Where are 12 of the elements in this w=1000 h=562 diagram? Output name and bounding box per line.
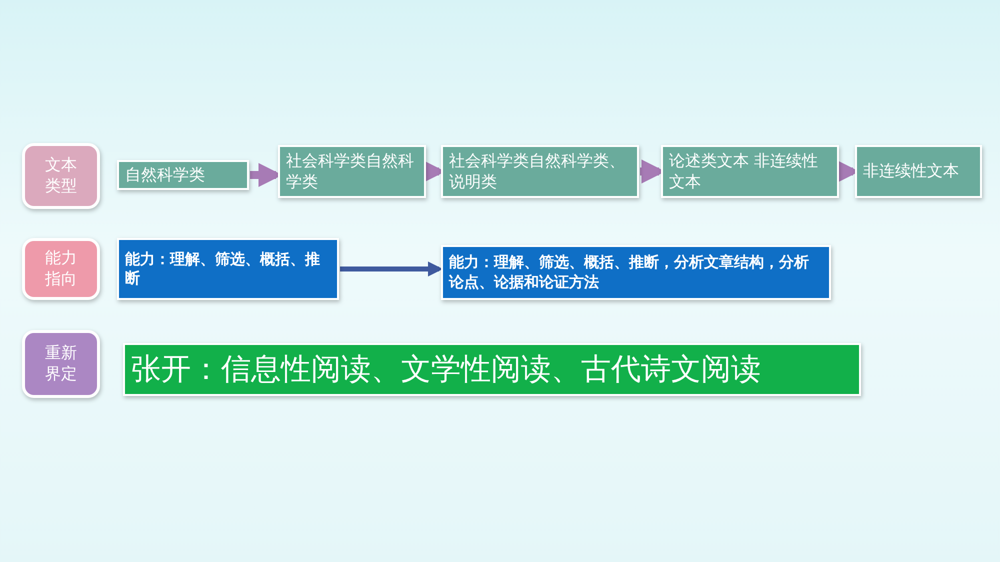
arrow	[340, 262, 443, 276]
text-box: 能力：理解、筛选、概括、推断	[117, 238, 339, 300]
text-box: 张开：信息性阅读、文学性阅读、古代诗文阅读	[123, 343, 861, 396]
text-box: 能力：理解、筛选、概括、推断，分析文章结构，分析论点、论据和论证方法	[441, 245, 831, 300]
category-tag: 重新界定	[22, 330, 100, 398]
text-box: 社会科学类自然科学类	[278, 145, 426, 198]
category-tag: 能力指向	[22, 238, 100, 300]
text-box: 非连续性文本	[855, 145, 982, 198]
text-box: 自然科学类	[117, 160, 249, 190]
category-tag: 文本类型	[22, 143, 100, 209]
text-box: 社会科学类自然科学类、说明类	[441, 145, 639, 198]
text-box: 论述类文本 非连续性文本	[661, 145, 839, 198]
